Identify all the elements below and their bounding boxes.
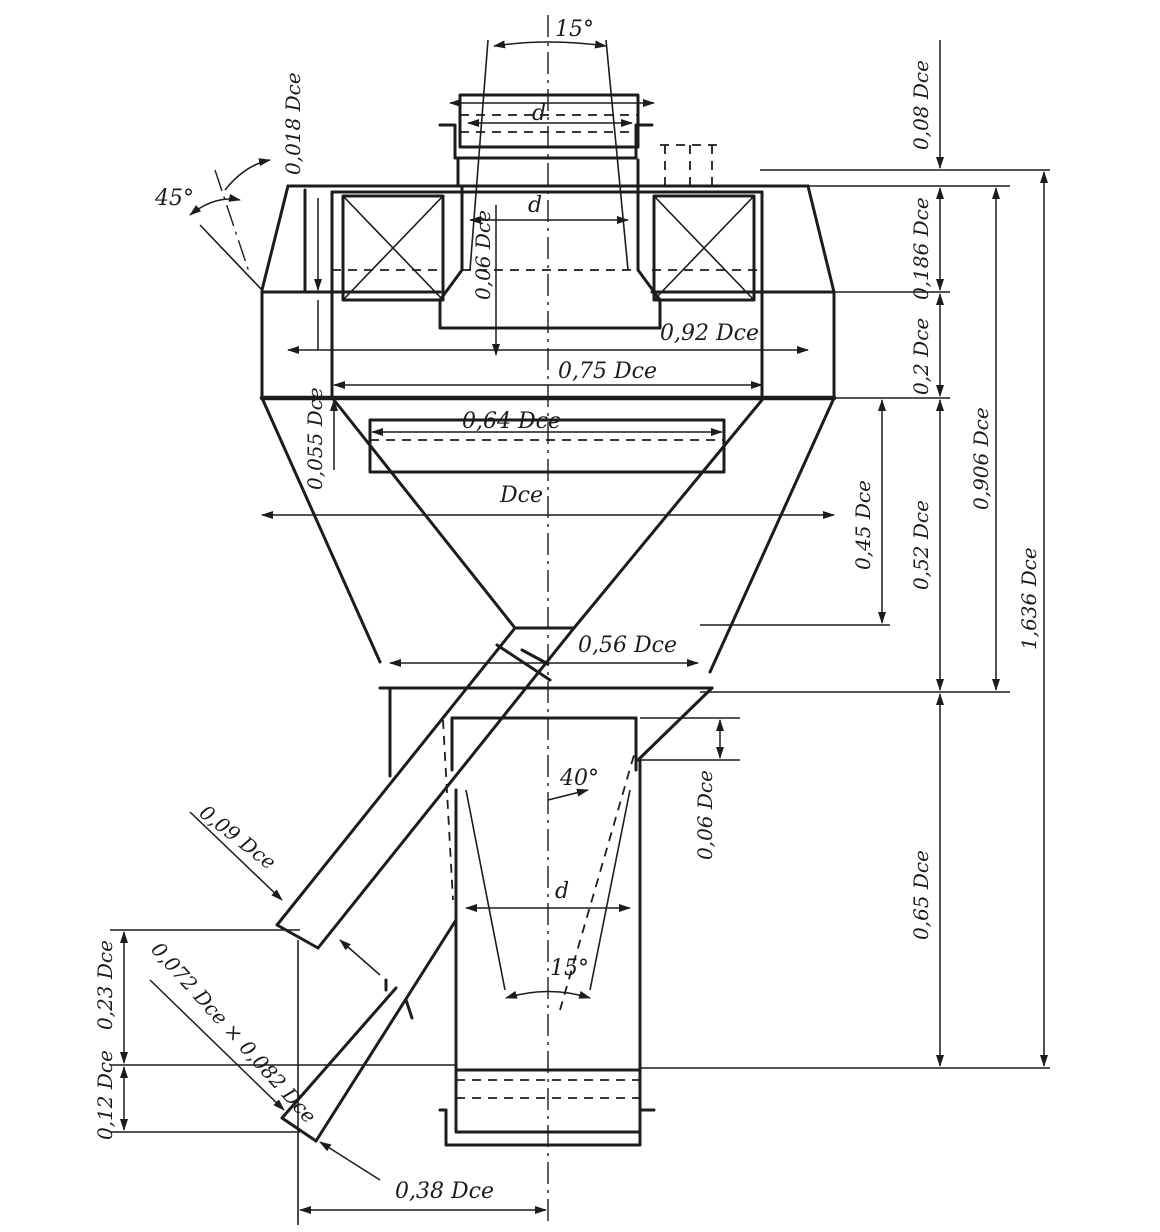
label-dim-008: 0,08 Dсе [909,60,933,150]
label-dim-0906: 0,906 Dсе [969,407,993,510]
label-dim-0186: 0,186 Dсе [909,197,933,300]
label-dim-052: 0,52 Dсе [909,500,933,590]
label-d-top: d [532,101,546,126]
label-angle-bottom: 15° [550,956,589,981]
vortex-finder [438,39,662,330]
bottom-discharge-pipe [438,789,656,1147]
lower-inclined-outlet [280,918,458,1143]
label-d-bottom: d [555,879,569,904]
upper-housing [259,184,837,401]
label-dim-023: 0,23 Dсе [93,940,117,1030]
label-dim-0072: 0,072 Dсе × 0,082 Dсе [146,937,321,1128]
dimension-labels: 15° d d d 15° 40° 45° 0,018 Dсе 0,08 Dсе… [93,17,1041,1204]
label-dim-Dce: Dсе [499,483,543,508]
label-angle-outlet: 40° [559,766,599,791]
label-dim-0018: 0,018 Dсе [281,72,305,175]
lower-housing [378,686,714,1070]
label-angle-top: 15° [555,17,594,42]
label-dim-045: 0,45 Dсе [851,480,875,570]
label-dim-065: 0,65 Dсе [909,850,933,940]
label-dim-064: 0,64 Dсе [462,409,561,434]
label-dim-009: 0,09 Dсе [195,800,281,874]
label-dim-075: 0,75 Dсе [558,359,657,384]
label-dim-006-bottom: 0,06 Dсе [693,770,717,860]
label-dim-1636: 1,636 Dсе [1017,547,1041,650]
label-dim-006-top: 0,06 Dсе [471,210,495,300]
dimension-lines [110,40,1050,1225]
label-d-mid: d [528,193,542,218]
label-dim-056: 0,56 Dсе [578,633,677,658]
right-filter-block [652,194,756,302]
label-dim-092: 0,92 Dсе [660,321,759,346]
top-outlet-pipe [438,93,720,187]
label-dim-012: 0,12 Dсе [93,1050,117,1140]
label-dim-0055: 0,055 Dсе [303,387,327,490]
label-dim-038: 0,38 Dсе [395,1179,494,1204]
left-filter-block [341,194,445,302]
label-angle-side: 45° [154,186,194,211]
label-dim-02: 0,2 Dсе [909,318,933,395]
